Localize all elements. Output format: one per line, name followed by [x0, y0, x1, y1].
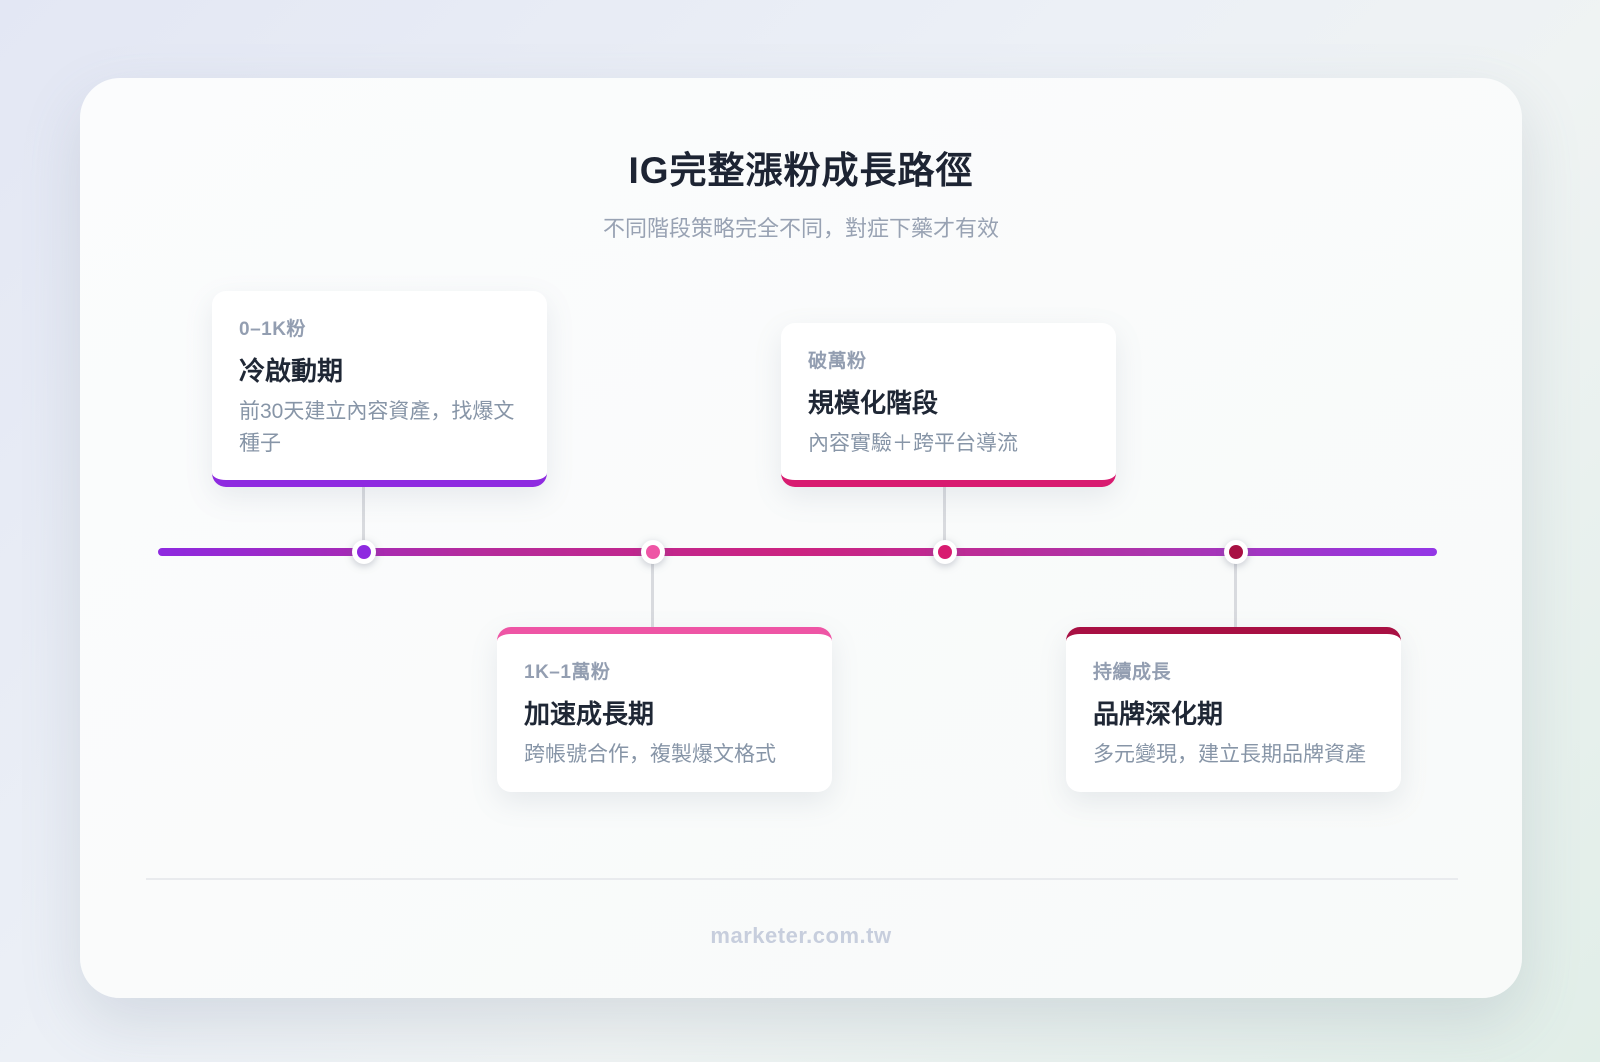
stage-title: 品牌深化期 — [1093, 699, 1224, 729]
stage-range: 0–1K粉 — [239, 319, 306, 340]
stage-range: 破萬粉 — [808, 350, 867, 372]
timeline-line — [158, 548, 1437, 556]
footer-watermark: marketer.com.tw — [710, 923, 892, 948]
footer-divider — [146, 878, 1458, 880]
stage-description: 前30天建立內容資產，找爆文種子 — [239, 400, 515, 455]
connector-line — [1234, 556, 1237, 628]
stage-title: 規模化階段 — [808, 387, 939, 418]
stage-description: 跨帳號合作，複製爆文格式 — [524, 743, 776, 766]
timeline-dot — [352, 540, 376, 564]
timeline-dot — [933, 540, 957, 564]
stage-card-scaling: 破萬粉 規模化階段 內容實驗＋跨平台導流 — [781, 322, 1116, 487]
stage-range: 持續成長 — [1093, 662, 1172, 683]
timeline-dot — [641, 540, 665, 564]
stage-card-brand-deepening: 持續成長 品牌深化期 多元變現，建立長期品牌資產 — [1066, 627, 1401, 792]
timeline-dot-core — [938, 545, 952, 559]
connector-line — [943, 484, 946, 548]
stage-card-accelerated-growth: 1K–1萬粉 加速成長期 跨帳號合作，複製爆文格式 — [497, 627, 832, 792]
timeline-dot-core — [357, 545, 371, 559]
stage-description: 多元變現，建立長期品牌資產 — [1093, 743, 1366, 766]
page-subtitle: 不同階段策略完全不同，對症下藥才有效 — [602, 216, 999, 241]
stage-title: 冷啟動期 — [239, 356, 344, 386]
connector-line — [651, 556, 654, 628]
timeline-dot-core — [1229, 545, 1243, 559]
page-title: IG完整漲粉成長路徑 — [628, 150, 974, 191]
stage-range: 1K–1萬粉 — [524, 662, 611, 683]
stage-title: 加速成長期 — [524, 699, 655, 729]
stage-card-cold-start: 0–1K粉 冷啟動期 前30天建立內容資產，找爆文種子 — [212, 291, 547, 487]
stage-description: 內容實驗＋跨平台導流 — [808, 431, 1018, 455]
timeline-dot-core — [646, 545, 660, 559]
timeline-dot — [1224, 540, 1248, 564]
connector-line — [362, 484, 365, 548]
infographic-card: IG完整漲粉成長路徑 不同階段策略完全不同，對症下藥才有效 0–1K粉 冷啟動期… — [80, 78, 1522, 998]
